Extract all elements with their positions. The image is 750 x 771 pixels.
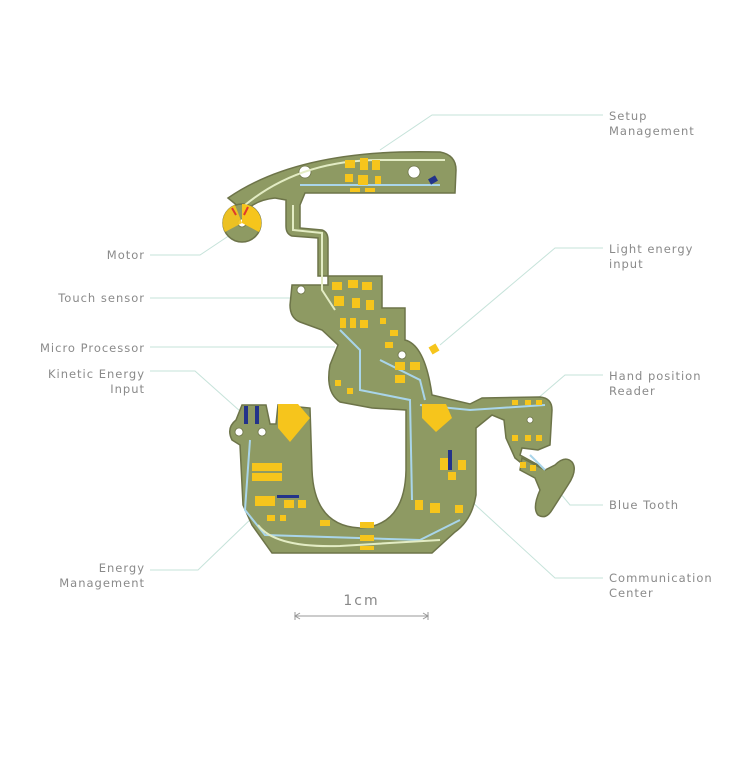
scale-bar: [294, 612, 429, 620]
label-line: Energy: [98, 561, 145, 575]
bluetooth-arm: [519, 456, 575, 518]
label-line: Setup: [609, 109, 648, 123]
main-board: [229, 275, 553, 554]
label-line: Kinetic Energy: [47, 367, 145, 381]
top-arc-board: [226, 150, 457, 277]
leader-setup: [379, 114, 603, 151]
label-touch-sensor: Touch sensor: [5, 291, 145, 306]
label-line: Reader: [609, 384, 656, 398]
label-blue-tooth: Blue Tooth: [609, 498, 749, 513]
leader-energy: [150, 514, 256, 571]
label-line: Management: [609, 124, 695, 138]
chips: [244, 175, 452, 498]
label-line: Light energy: [609, 242, 694, 256]
board-holes: [234, 165, 534, 437]
motor-red-marks: [231, 206, 249, 216]
label-line: Micro Processor: [40, 341, 145, 355]
label-line: Input: [110, 382, 145, 396]
label-line: Center: [609, 586, 654, 600]
leader-hand: [529, 374, 603, 406]
label-line: Blue Tooth: [609, 498, 680, 512]
leader-lines: [150, 114, 603, 579]
kinetic-pad: [278, 404, 310, 442]
leader-kinetic: [150, 370, 251, 421]
label-motor: Motor: [5, 248, 145, 263]
label-line: Hand position: [609, 369, 702, 383]
scale-label: 1cm: [343, 593, 380, 609]
label-line: Management: [59, 576, 145, 590]
label-line: Touch sensor: [58, 291, 145, 305]
traces: [243, 159, 546, 548]
label-line: Motor: [106, 248, 145, 262]
leader-comm: [469, 499, 603, 579]
label-line: Communication: [609, 571, 713, 585]
label-line: input: [609, 257, 644, 271]
leader-light: [439, 247, 603, 346]
comm-pad: [422, 404, 452, 432]
label-micro-processor: Micro Processor: [5, 341, 145, 356]
